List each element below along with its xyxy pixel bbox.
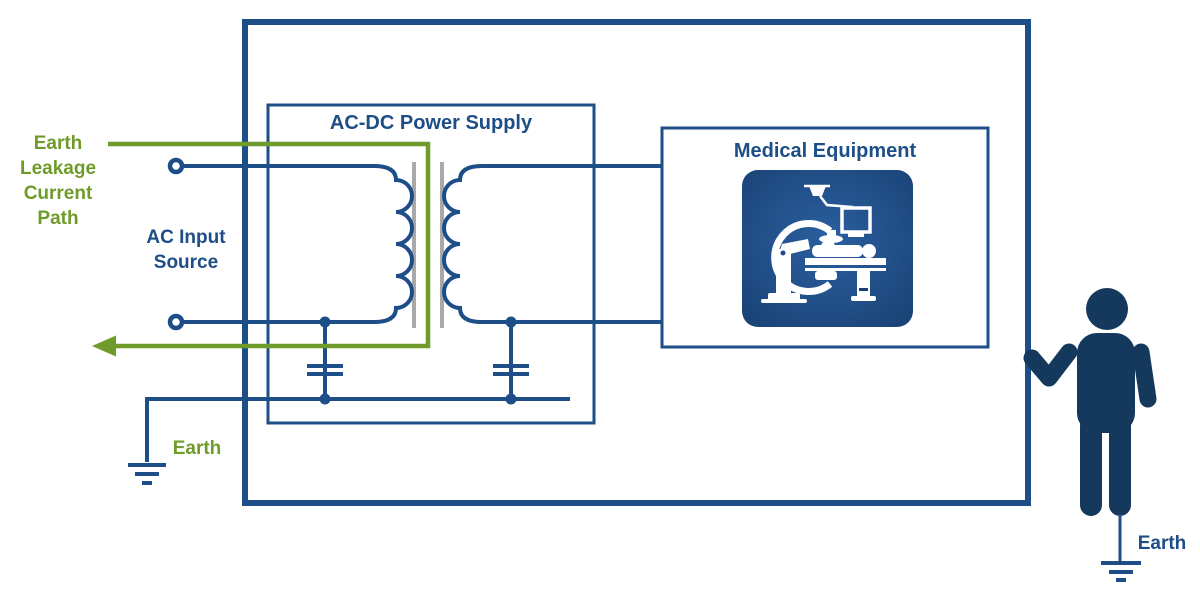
transformer-secondary-coil	[442, 164, 662, 324]
y-capacitor-secondary	[493, 316, 529, 405]
label-earth-left: Earth	[172, 438, 222, 459]
label-ac-input-source: AC Input Source	[136, 225, 236, 275]
earth-ground-symbol-left	[128, 463, 166, 485]
junction-dot	[319, 316, 331, 328]
acdc-supply-box	[266, 103, 596, 425]
c-arm-xray-icon	[742, 170, 913, 327]
ac-terminal-top	[167, 157, 185, 175]
leakage-path-arrowhead	[92, 335, 116, 357]
label-ac-input-line: Source	[153, 252, 219, 273]
ac-terminal-bottom	[167, 313, 185, 331]
label-earth-person: Earth	[1137, 533, 1187, 554]
title-acdc-power-supply: AC-DC Power Supply	[329, 112, 533, 134]
transformer-primary-coil	[182, 164, 414, 324]
label-earth-leakage-line: Leakage	[19, 158, 97, 179]
junction-dot	[505, 316, 517, 328]
label-earth-leakage-line: Earth	[33, 133, 83, 154]
label-earth-leakage-line: Current	[23, 183, 93, 204]
earth-ground-symbol-person	[1101, 561, 1141, 582]
earth-wire	[145, 397, 570, 462]
label-earth-leakage-line: Path	[37, 208, 79, 229]
transformer-core	[412, 162, 444, 328]
y-capacitor-primary	[307, 316, 343, 405]
medical-equipment-box	[660, 126, 990, 349]
label-ac-input-line: AC Input	[146, 227, 226, 248]
person-icon	[1023, 288, 1157, 516]
title-medical-equipment: Medical Equipment	[733, 140, 917, 162]
label-earth-leakage: Earth Leakage Current Path	[5, 131, 111, 231]
outer-enclosure-box	[242, 19, 1031, 506]
leakage-path-line	[108, 141, 431, 349]
